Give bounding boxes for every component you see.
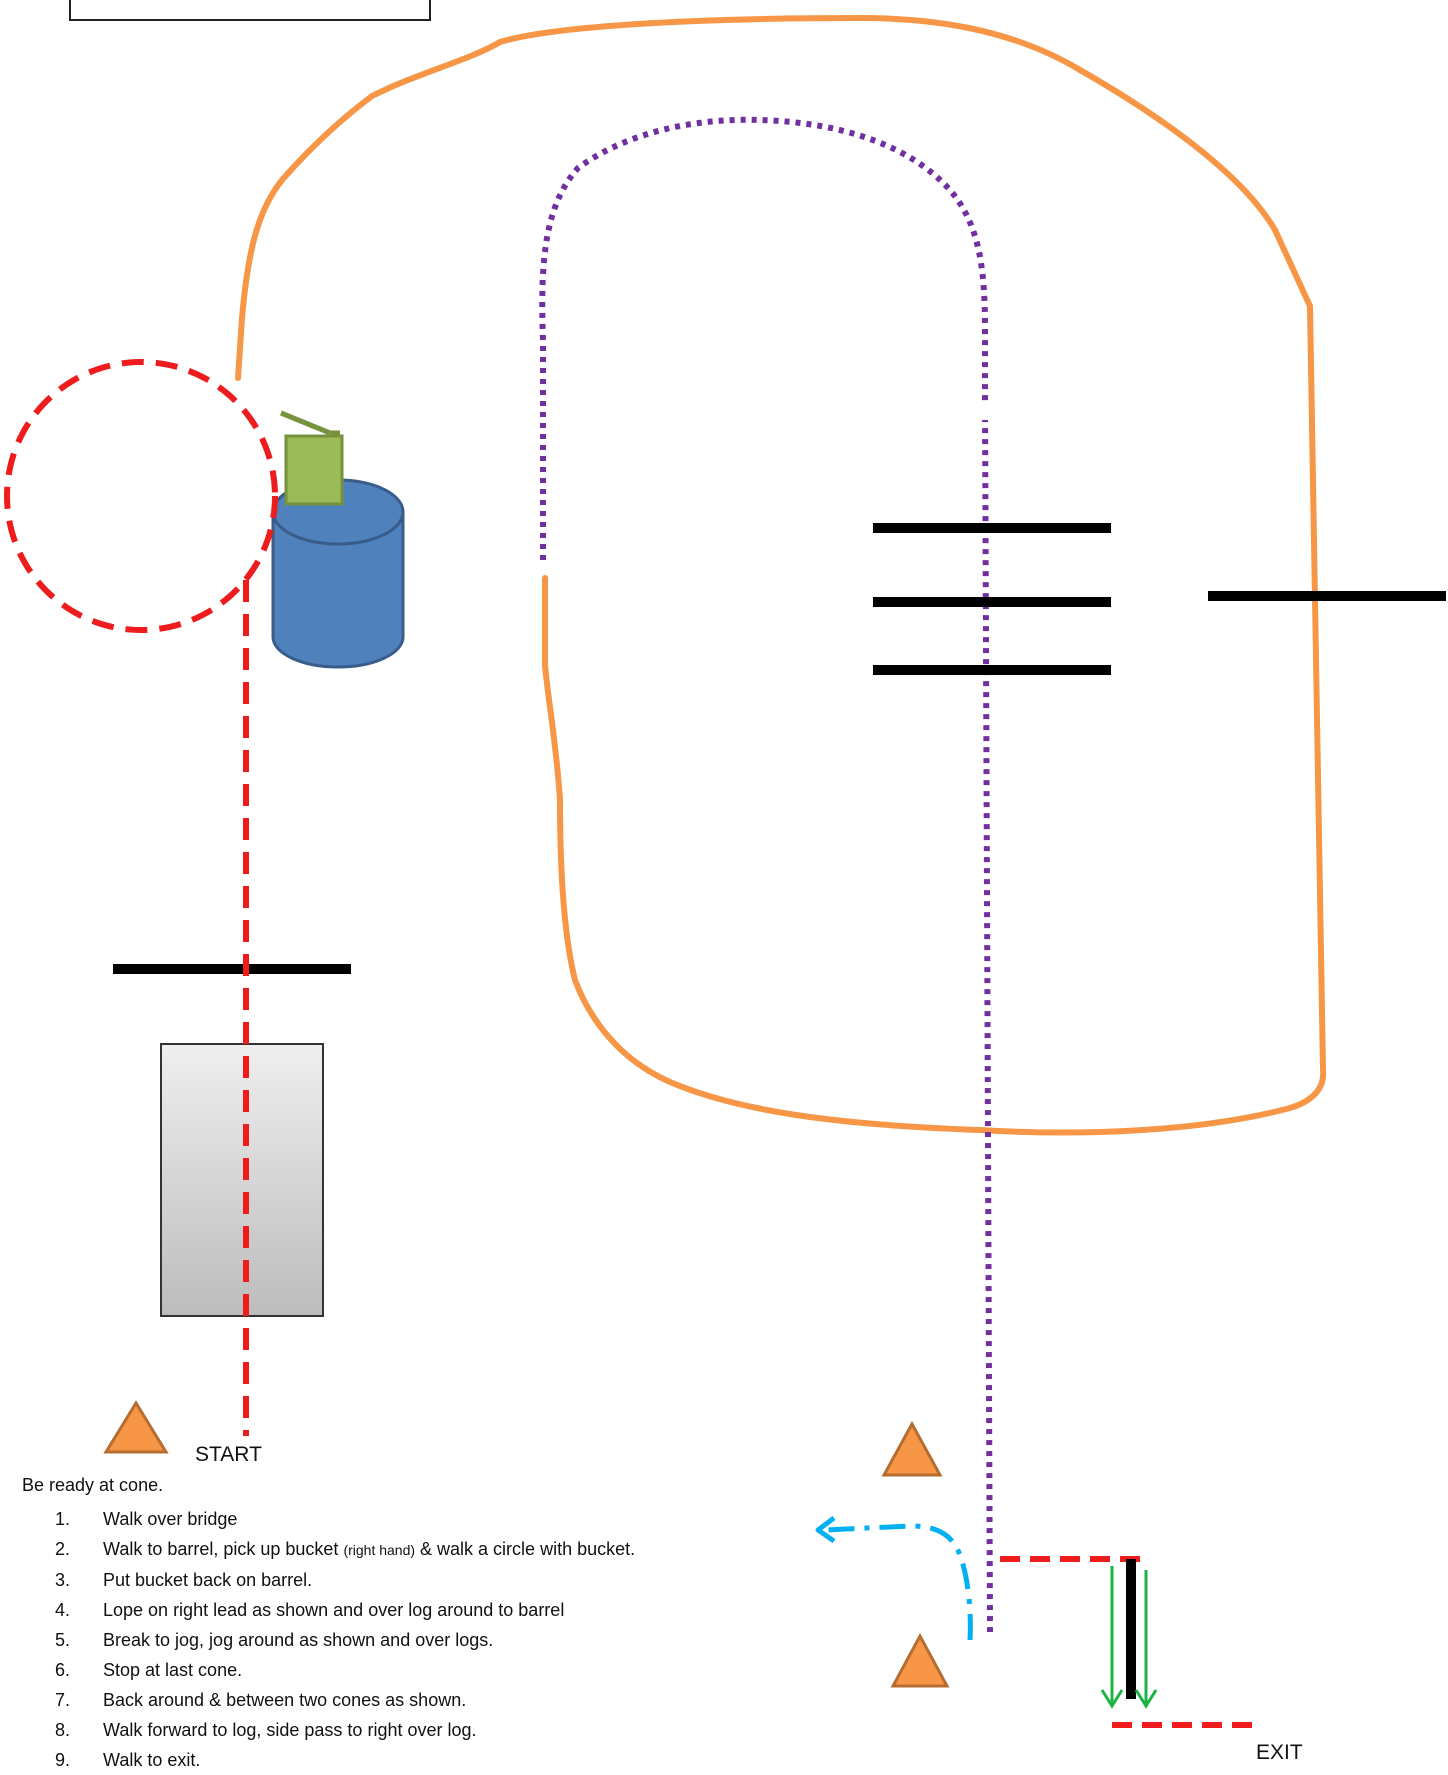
exit-label: EXIT <box>1256 1741 1303 1764</box>
stop-cone-lower <box>890 1632 950 1688</box>
stop-cone-upper <box>881 1420 943 1477</box>
log-pole-left <box>113 964 351 974</box>
step-text: Put bucket back on barrel. <box>103 1570 313 1590</box>
step-text: Lope on right lead as shown and over log… <box>103 1600 565 1620</box>
log-pole-3 <box>873 665 1111 675</box>
instruction-step: 4. Lope on right lead as shown and over l… <box>0 1595 635 1625</box>
jog-path <box>539 116 993 1633</box>
sidepass-arrows <box>1100 1566 1158 1709</box>
step-number: 9. <box>55 1750 71 1770</box>
step-text-cont: & walk a circle with bucket. <box>415 1539 636 1559</box>
log-pole-2 <box>873 597 1111 607</box>
step-number: 8. <box>55 1720 71 1740</box>
step-number: 7. <box>55 1690 71 1710</box>
step-text: Walk forward to log, side pass to right … <box>103 1720 477 1740</box>
walk-circle <box>4 359 278 633</box>
start-label: START <box>195 1443 262 1466</box>
log-pole-1 <box>873 523 1111 533</box>
step-number: 6. <box>55 1660 71 1680</box>
sidepass-log <box>1126 1559 1136 1699</box>
log-pole-right <box>1208 591 1446 601</box>
step-number: 4. <box>55 1600 71 1620</box>
step-number: 1. <box>55 1509 71 1529</box>
instruction-step: 8. Walk forward to log, side pass to righ… <box>0 1715 635 1745</box>
bridge <box>160 1043 324 1317</box>
step-number: 2. <box>55 1539 71 1559</box>
instruction-step: 7. Back around & between two cones as sho… <box>0 1685 635 1715</box>
lope-path <box>235 14 1327 1136</box>
step-note: (right hand) <box>343 1542 416 1558</box>
step-text: Walk to barrel, pick up bucket <box>103 1539 344 1559</box>
back-up-arrowhead <box>815 1516 836 1544</box>
step-text: Back around & between two cones as shown… <box>103 1690 467 1710</box>
start-cone <box>103 1400 169 1454</box>
step-number: 5. <box>55 1630 71 1650</box>
barrel <box>271 478 405 669</box>
bucket <box>280 410 344 506</box>
step-text: Stop at last cone. <box>103 1660 243 1680</box>
back-up-path <box>824 1523 973 1641</box>
step-number: 3. <box>55 1570 71 1590</box>
instruction-step: 3. Put bucket back on barrel. <box>0 1565 635 1595</box>
instruction-step: 1. Walk over bridge <box>0 1504 635 1534</box>
step-text: Break to jog, jog around as shown and ov… <box>103 1630 494 1650</box>
legend-box <box>69 0 431 21</box>
instruction-step: 2. Walk to barrel, pick up bucket (right … <box>0 1534 635 1565</box>
instructions-intro: Be ready at cone. <box>22 1475 164 1495</box>
instruction-step: 5. Break to jog, jog around as shown and … <box>0 1625 635 1655</box>
step-text: Walk to exit. <box>103 1750 201 1770</box>
instructions-list: 1. Walk over bridge 2. Walk to barrel, pic… <box>0 1504 635 1775</box>
step-text: Walk over bridge <box>103 1509 238 1529</box>
instruction-step: 6. Stop at last cone. <box>0 1655 635 1685</box>
instruction-step: 9. Walk to exit. <box>0 1745 635 1775</box>
